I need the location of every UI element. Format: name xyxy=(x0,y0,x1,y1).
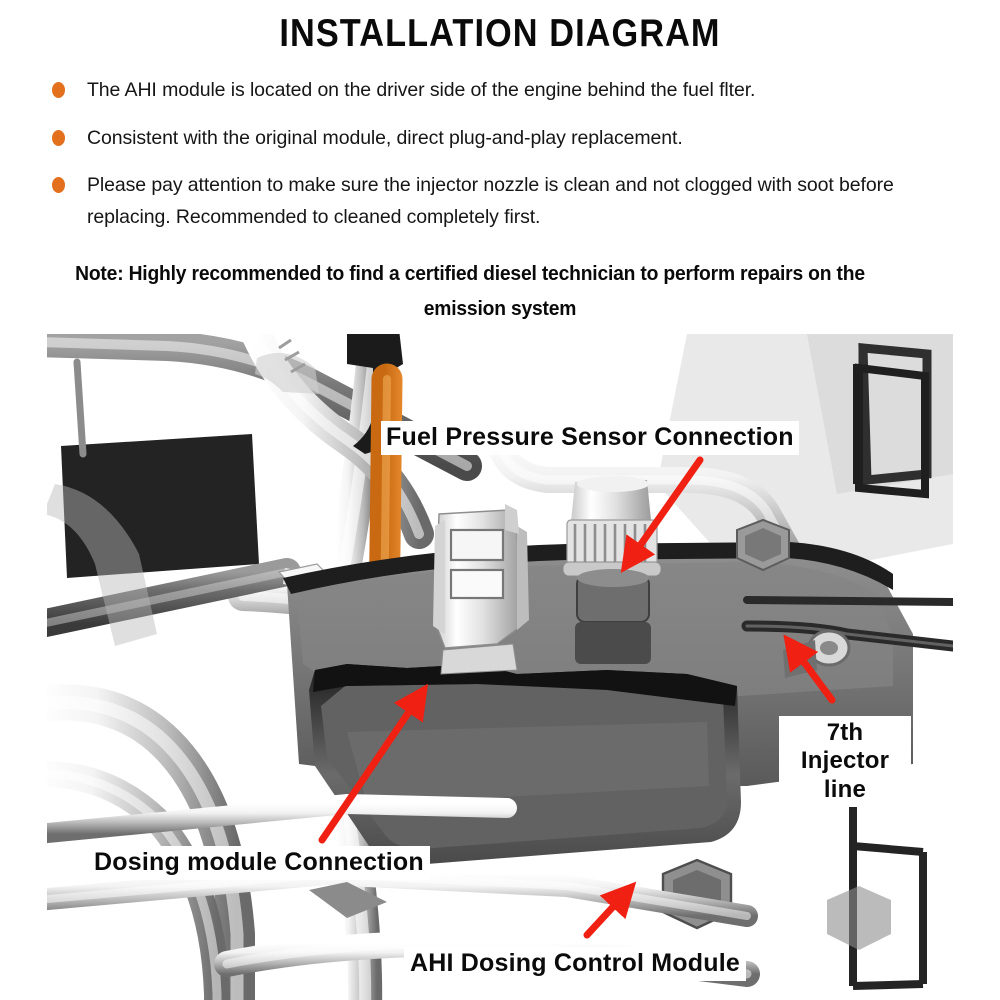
bullet-text: The AHI module is located on the driver … xyxy=(87,78,756,101)
bullet-dot-icon xyxy=(52,129,65,146)
arrow-group xyxy=(318,456,836,939)
bullet-text: Please pay attention to make sure the in… xyxy=(87,174,894,228)
bullet-dot-icon xyxy=(52,177,65,194)
label-ahi-dosing-control-module: AHI Dosing Control Module xyxy=(404,947,746,981)
list-item: The AHI module is located on the driver … xyxy=(0,75,1000,107)
bullet-text: Consistent with the original module, dir… xyxy=(87,126,683,149)
list-item: Consistent with the original module, dir… xyxy=(0,123,1000,155)
label-dosing-module-connection: Dosing module Connection xyxy=(88,846,430,880)
label-fuel-pressure-sensor-connection: Fuel Pressure Sensor Connection xyxy=(381,421,799,455)
page-title: INSTALLATION DIAGRAM xyxy=(279,12,721,55)
note-block: Note: Highly recommended to find a certi… xyxy=(75,257,925,327)
list-item: Please pay attention to make sure the in… xyxy=(0,170,1000,233)
bullet-dot-icon xyxy=(52,81,65,98)
note-line-2: emission system xyxy=(423,297,577,321)
bullet-list: The AHI module is located on the driver … xyxy=(0,75,1000,233)
label-7th-injector-line: 7th Injector line xyxy=(779,716,911,807)
note-line-1: Note: Highly recommended to find a certi… xyxy=(75,262,865,286)
